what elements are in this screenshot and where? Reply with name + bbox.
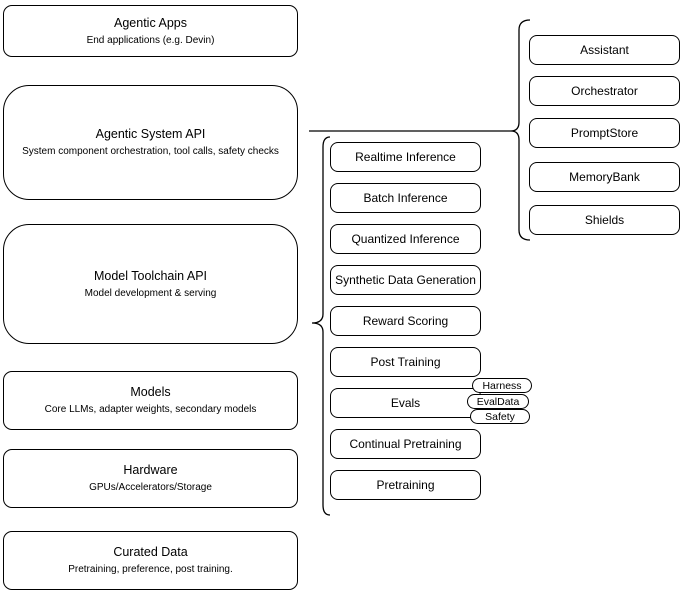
node-title: Agentic Apps [114, 15, 187, 30]
node-quantized-inference: Quantized Inference [330, 224, 481, 254]
node-models: Models Core LLMs, adapter weights, secon… [3, 371, 298, 430]
node-memorybank: MemoryBank [529, 162, 680, 192]
node-hardware: Hardware GPUs/Accelerators/Storage [3, 449, 298, 508]
node-orchestrator: Orchestrator [529, 76, 680, 106]
node-title: Hardware [123, 463, 178, 477]
node-title: Models [130, 385, 171, 399]
node-synthetic-data-generation: Synthetic Data Generation [330, 265, 481, 295]
node-assistant: Assistant [529, 35, 680, 65]
node-title: Model Toolchain API [93, 268, 208, 283]
node-agentic-apps: Agentic Apps End applications (e.g. Devi… [3, 5, 298, 57]
system-components-brace [510, 19, 531, 241]
node-agentic-system-api: Agentic System API System component orch… [3, 85, 298, 200]
node-title: Agentic System API [95, 127, 206, 141]
node-evals-harness: Harness [472, 378, 532, 393]
node-subtitle: System component orchestration, tool cal… [22, 146, 279, 157]
node-evals: Evals [330, 388, 481, 418]
node-realtime-inference: Realtime Inference [330, 142, 481, 172]
node-evals-evaldata: EvalData [467, 394, 529, 409]
node-batch-inference: Batch Inference [330, 183, 481, 213]
node-reward-scoring: Reward Scoring [330, 306, 481, 336]
node-subtitle: Core LLMs, adapter weights, secondary mo… [44, 404, 257, 415]
node-subtitle: Pretraining, preference, post training. [68, 564, 233, 575]
node-title: Curated Data [113, 545, 188, 559]
node-evals-safety: Safety [470, 409, 530, 424]
toolchain-components-brace [311, 136, 331, 516]
node-subtitle: End applications (e.g. Devin) [86, 34, 215, 46]
node-shields: Shields [529, 205, 680, 235]
node-curated-data: Curated Data Pretraining, preference, po… [3, 531, 298, 590]
node-pretraining: Pretraining [330, 470, 481, 500]
node-subtitle: Model development & serving [84, 287, 217, 299]
node-promptstore: PromptStore [529, 118, 680, 148]
node-model-toolchain-api: Model Toolchain API Model development & … [3, 224, 298, 344]
node-post-training: Post Training [330, 347, 481, 377]
node-continual-pretraining: Continual Pretraining [330, 429, 481, 459]
node-subtitle: GPUs/Accelerators/Storage [89, 482, 212, 493]
